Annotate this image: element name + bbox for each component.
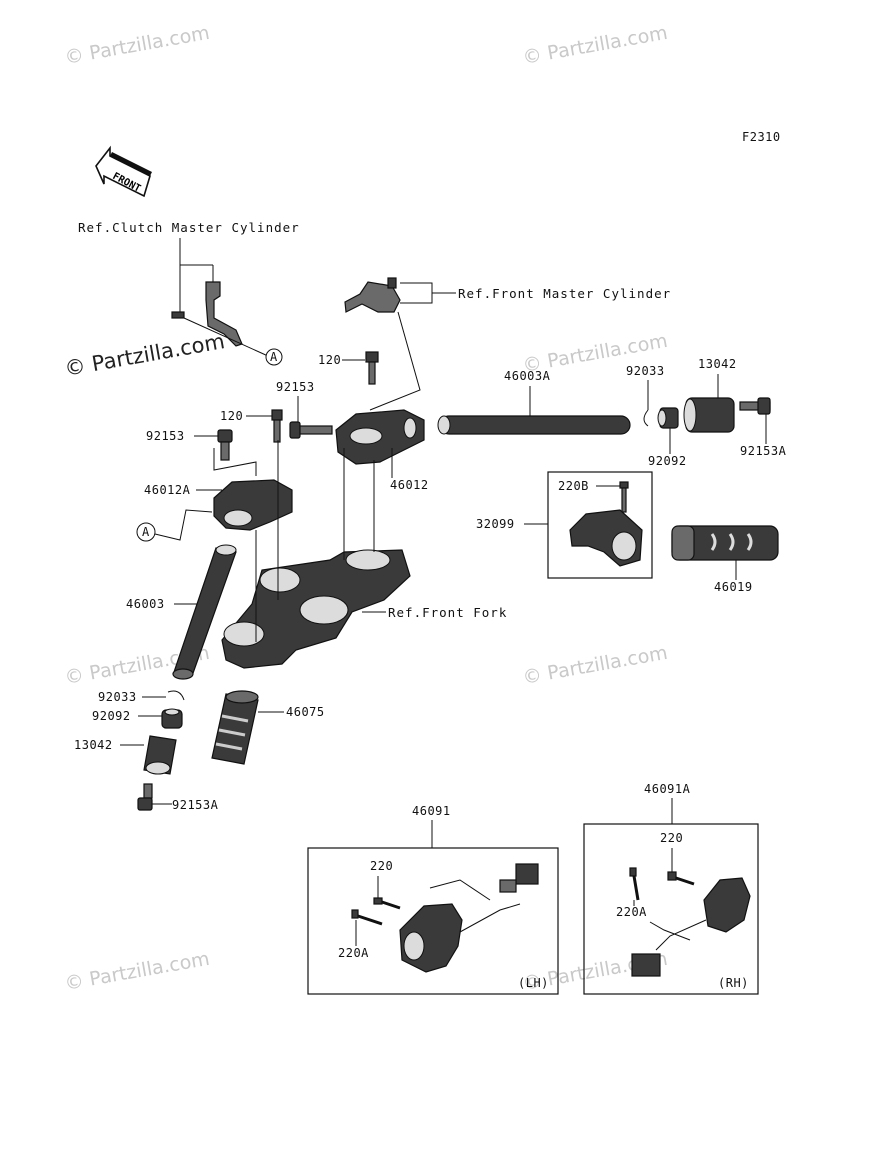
throttle-housing-box xyxy=(547,471,653,579)
ref-clutch-master-cylinder: Ref.Clutch Master Cylinder xyxy=(78,220,300,235)
label-46012A: 46012A xyxy=(144,483,191,497)
screw-220A-rh-icon xyxy=(629,867,640,901)
ref-front-fork: Ref.Front Fork xyxy=(388,605,507,620)
handlebar-left-icon xyxy=(172,544,237,680)
rh-tag: (RH) xyxy=(718,976,749,990)
lh-tag: (LH) xyxy=(518,976,549,990)
bar-end-weight-left-icon xyxy=(143,735,177,775)
bolt-120-top-icon xyxy=(365,351,379,385)
bolt-92153A-left-icon xyxy=(137,783,153,811)
label-92033-right: 92033 xyxy=(626,364,665,378)
callout-a-top-label: A xyxy=(270,350,278,364)
watermark-dark: © Partzilla.com xyxy=(63,329,227,381)
handlebar-clamp-right-icon xyxy=(335,409,425,465)
bolt-92153A-right-icon xyxy=(739,397,771,415)
label-92033-left: 92033 xyxy=(98,690,137,704)
callout-a-left-label: A xyxy=(142,525,150,539)
callout-a-left xyxy=(136,522,156,542)
screw-220-lh-icon xyxy=(373,897,401,910)
screw-220-rh-icon xyxy=(667,871,695,886)
watermark-5: © Partzilla.com xyxy=(521,642,669,689)
label-92092-left: 92092 xyxy=(92,709,131,723)
rh-switch-assembly-icon xyxy=(631,877,751,977)
label-46003: 46003 xyxy=(126,597,165,611)
callout-a-top xyxy=(265,348,283,366)
handlebar-clamp-left-icon xyxy=(213,479,293,531)
label-46019: 46019 xyxy=(714,580,753,594)
handlebar-right-icon xyxy=(437,415,631,435)
label-46012: 46012 xyxy=(390,478,429,492)
circlip-right-icon xyxy=(643,409,649,427)
clutch-bracket-icon xyxy=(171,281,269,357)
label-46091: 46091 xyxy=(412,804,451,818)
lh-switch-assembly-icon xyxy=(399,863,539,973)
watermarks: © Partzilla.com © Partzilla.com © Partzi… xyxy=(63,22,670,995)
label-220A-lh: 220A xyxy=(338,946,369,960)
triple-clamp-icon xyxy=(221,549,411,669)
circlip-left-icon xyxy=(167,690,185,701)
throttle-grip-icon xyxy=(671,525,779,561)
front-master-bracket-icon xyxy=(344,277,401,313)
rh-switch-box xyxy=(583,823,759,995)
lh-switch-box xyxy=(307,847,559,995)
label-13042-right: 13042 xyxy=(698,357,737,371)
label-220-lh: 220 xyxy=(370,859,393,873)
collar-92092-right-icon xyxy=(657,407,679,429)
clutch-leader xyxy=(179,238,213,266)
left-grip-icon xyxy=(211,690,259,765)
bolt-92153-mid-icon xyxy=(289,421,333,439)
watermark-1: © Partzilla.com xyxy=(63,22,211,69)
watermark-2: © Partzilla.com xyxy=(521,22,669,69)
label-92092-right: 92092 xyxy=(648,454,687,468)
label-120-top: 120 xyxy=(318,353,341,367)
bolt-120-left-icon xyxy=(271,409,283,443)
label-220A-rh: 220A xyxy=(616,905,647,919)
diagram-code: F2310 xyxy=(742,130,781,144)
label-220-rh: 220 xyxy=(660,831,683,845)
label-92153-mid: 92153 xyxy=(276,380,315,394)
front-arrow-icon: FRONT xyxy=(95,145,152,198)
label-46091A: 46091A xyxy=(644,782,691,796)
watermark-6: © Partzilla.com xyxy=(63,948,211,995)
ref-front-master-cylinder: Ref.Front Master Cylinder xyxy=(458,286,671,301)
label-92153-left: 92153 xyxy=(146,429,185,443)
collar-92092-left-icon xyxy=(161,708,183,729)
label-220B: 220B xyxy=(558,479,589,493)
label-120-left: 120 xyxy=(220,409,243,423)
label-32099: 32099 xyxy=(476,517,515,531)
screw-220B-icon xyxy=(619,481,629,513)
label-92153A-left: 92153A xyxy=(172,798,219,812)
bolt-92153-left-icon xyxy=(217,429,233,461)
throttle-housing-icon xyxy=(569,509,643,567)
label-46075: 46075 xyxy=(286,705,325,719)
label-46003A: 46003A xyxy=(504,369,551,383)
front-master-leader xyxy=(369,311,421,411)
label-13042-left: 13042 xyxy=(74,738,113,752)
label-92153A-right: 92153A xyxy=(740,444,787,458)
bar-end-weight-right-icon xyxy=(683,397,735,433)
screw-220A-lh-icon xyxy=(351,909,383,926)
